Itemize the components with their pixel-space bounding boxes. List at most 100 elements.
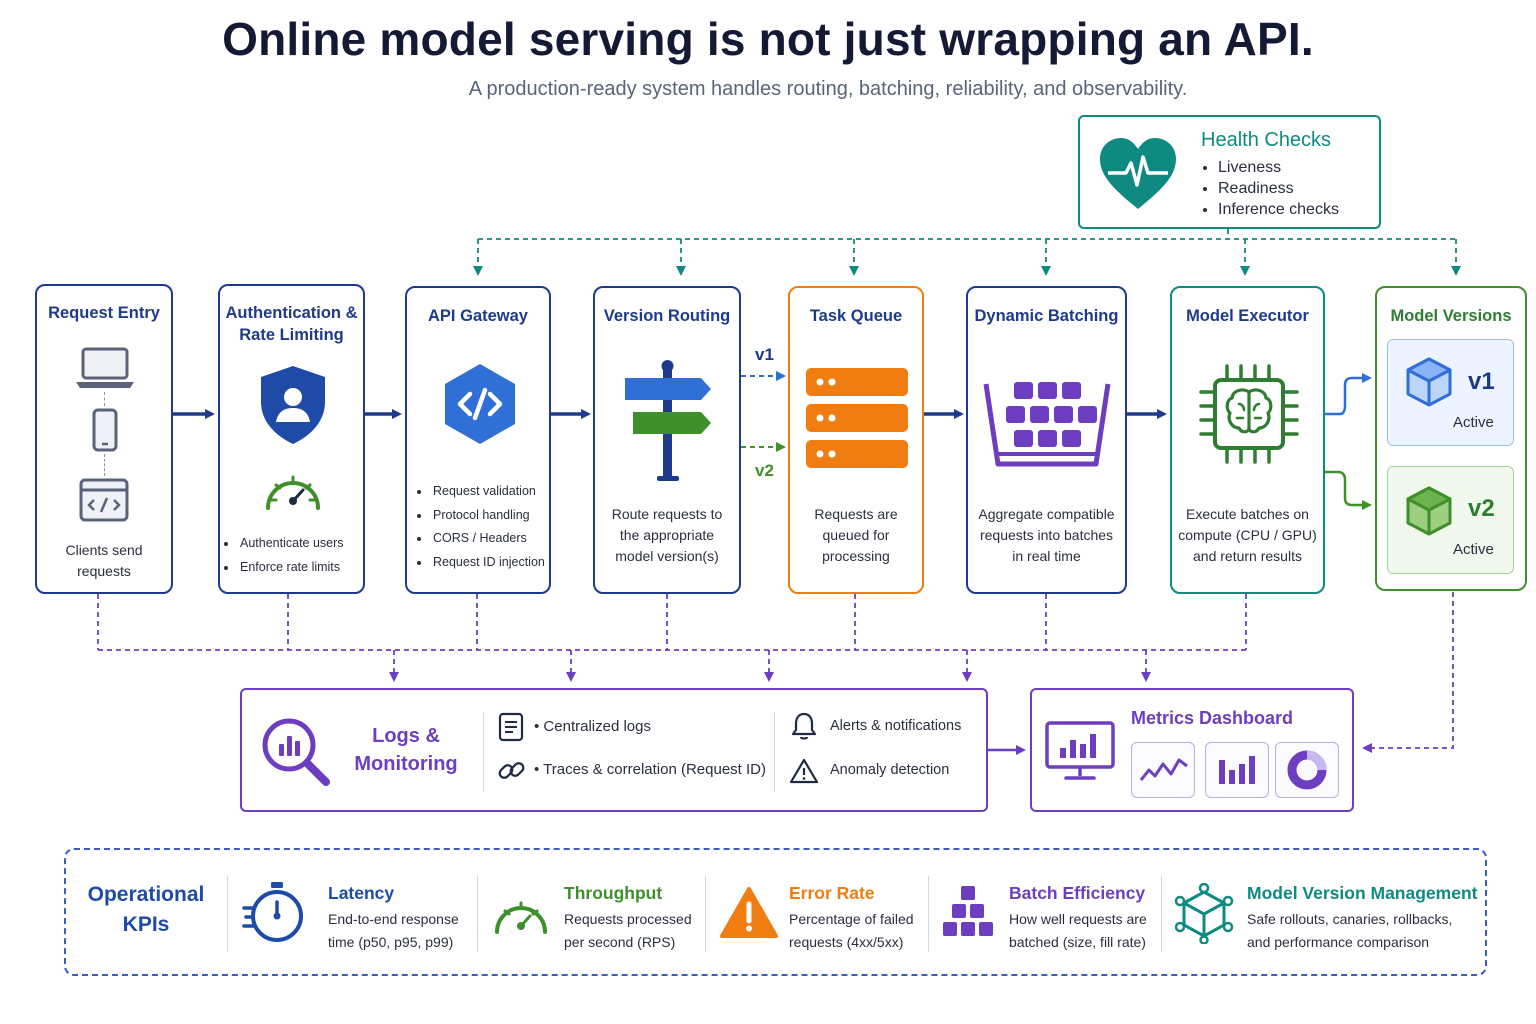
page-title: Online model serving is not just wrappin…: [222, 13, 1314, 65]
version-label: v1: [1468, 368, 1495, 395]
stage-title: Authentication & Rate Limiting: [220, 302, 363, 346]
version-status: Active: [1453, 541, 1494, 558]
code-hexagon-icon: [445, 364, 515, 444]
bar-chart-icon: [1219, 756, 1255, 784]
divider: [483, 712, 484, 792]
metrics-line-chart-card[interactable]: [1131, 742, 1195, 798]
desc-line: Requests processed: [564, 911, 692, 927]
desc-line: in real time: [1012, 548, 1081, 564]
basket-grid-icon: [983, 382, 1111, 467]
server-stack-icon: [806, 368, 908, 468]
kpi-model-version-mgmt-desc: Safe rollouts, canaries, rollbacks, and …: [1247, 908, 1452, 954]
metrics-pie-chart-card[interactable]: [1275, 742, 1339, 798]
metrics-dashboard-box: Metrics Dashboard: [1030, 688, 1354, 812]
model-version-v1-card[interactable]: v1 Active: [1387, 339, 1514, 446]
version-label: v2: [1468, 495, 1495, 522]
brain-chip-icon: [1199, 364, 1299, 464]
health-check-item: Readiness: [1218, 178, 1339, 199]
logs-item: • Centralized logs: [534, 718, 651, 735]
logs-item: • Traces & correlation (Request ID): [534, 761, 767, 778]
desc-line: Clients send: [65, 542, 143, 558]
title-line: Monitoring: [354, 753, 458, 775]
document-icon: [498, 712, 524, 742]
stage-desc: Aggregate compatible requests into batch…: [974, 504, 1119, 567]
stage-title: API Gateway: [428, 307, 528, 325]
stopwatch-icon: [242, 882, 303, 942]
model-version-v2-card[interactable]: v2 Active: [1387, 466, 1514, 574]
network-cube-icon: [1174, 882, 1234, 944]
stage-request-entry: Request Entry Clients send requests: [35, 284, 173, 594]
divider: [227, 876, 228, 952]
metrics-title: Metrics Dashboard: [1131, 708, 1294, 728]
desc-line: Safe rollouts, canaries, rollbacks,: [1247, 911, 1453, 927]
metrics-bar-chart-card[interactable]: [1205, 742, 1269, 798]
kpi-latency-desc: End-to-end response time (p50, p95, p99): [328, 908, 459, 954]
health-check-item: Inference checks: [1218, 199, 1339, 220]
cube-icon: [1406, 486, 1452, 536]
divider: [1161, 876, 1162, 952]
stage-title: Model Executor: [1186, 307, 1309, 325]
desc-line: How well requests are: [1009, 911, 1147, 927]
link-icon: [498, 762, 525, 779]
route-v2-label: v2: [755, 461, 774, 480]
operational-kpis-box: Operational KPIs Latency End-to-end resp…: [64, 848, 1487, 976]
version-status: Active: [1453, 414, 1494, 431]
page-subtitle: A production-ready system handles routin…: [468, 78, 1188, 100]
browser-code-icon: [79, 478, 129, 522]
stage-title: Task Queue: [809, 307, 903, 325]
device-connector: [104, 454, 105, 476]
gauge-icon: [495, 901, 547, 934]
logs-item-text: Traces & correlation (Request ID): [543, 761, 767, 778]
title-line: Authentication &: [225, 304, 358, 322]
desc-line: Aggregate compatible: [978, 506, 1115, 522]
logs-monitoring-box: Logs & Monitoring • Centralized logs • T…: [240, 688, 988, 812]
route-v1-label: v1: [755, 345, 774, 364]
kpi-model-version-mgmt-title: Model Version Management: [1247, 883, 1478, 903]
desc-line: Route requests to: [611, 506, 723, 522]
divider: [705, 876, 706, 952]
stage-title: Model Versions: [1390, 307, 1512, 325]
shield-user-icon: [261, 366, 325, 444]
monitor-chart-icon: [1045, 721, 1115, 780]
kpi-throughput-title: Throughput: [564, 883, 663, 903]
kpi-error-rate-desc: Percentage of failed requests (4xx/5xx): [789, 908, 914, 954]
phone-icon: [92, 408, 118, 452]
feature-item: Request ID injection: [431, 551, 545, 575]
title-line: Logs &: [372, 725, 440, 747]
stage-desc: Execute batches on compute (CPU / GPU) a…: [1178, 504, 1317, 567]
desc-line: model version(s): [615, 548, 719, 564]
desc-line: per second (RPS): [564, 934, 676, 950]
bell-icon: [791, 712, 817, 740]
stage-desc: Requests are queued for processing: [796, 504, 916, 567]
health-checks-title: Health Checks: [1201, 129, 1332, 151]
stage-feature-list: Request validation Protocol handling COR…: [417, 480, 545, 574]
health-check-connectors: [473, 229, 1461, 276]
feature-item: Request validation: [431, 480, 545, 504]
health-checks-box: Health Checks Liveness Readiness Inferen…: [1078, 115, 1381, 229]
heart-pulse-icon: [1100, 138, 1176, 209]
stage-desc: Clients send requests: [43, 540, 165, 582]
desc-line: Percentage of failed: [789, 911, 914, 927]
health-check-item: Liveness: [1218, 157, 1339, 178]
stage-task-queue: Task Queue Requests are queued for proce…: [788, 286, 924, 594]
desc-line: requests into batches: [979, 527, 1114, 543]
pyramid-blocks-icon: [943, 886, 993, 936]
logging-connectors: [97, 592, 1454, 753]
warning-icon: [720, 887, 778, 938]
title-line: KPIs: [122, 913, 170, 936]
warning-icon: [789, 758, 819, 784]
desc-line: requests (4xx/5xx): [789, 934, 904, 950]
stage-authentication: Authentication & Rate Limiting Authentic…: [218, 284, 365, 594]
kpi-error-rate-title: Error Rate: [789, 883, 875, 903]
kpi-section-title: Operational KPIs: [76, 880, 216, 940]
desc-line: Requests are: [814, 506, 898, 522]
title-line: Operational: [87, 883, 205, 906]
divider: [928, 876, 929, 952]
stage-dynamic-batching: Dynamic Batching Aggregate compatible re…: [966, 286, 1127, 594]
device-connector: [104, 392, 105, 406]
feature-item: CORS / Headers: [431, 527, 545, 551]
desc-line: the appropriate: [619, 527, 715, 543]
laptop-icon: [76, 347, 134, 388]
kpi-latency-title: Latency: [328, 883, 395, 903]
magnifier-chart-icon: [262, 718, 330, 786]
